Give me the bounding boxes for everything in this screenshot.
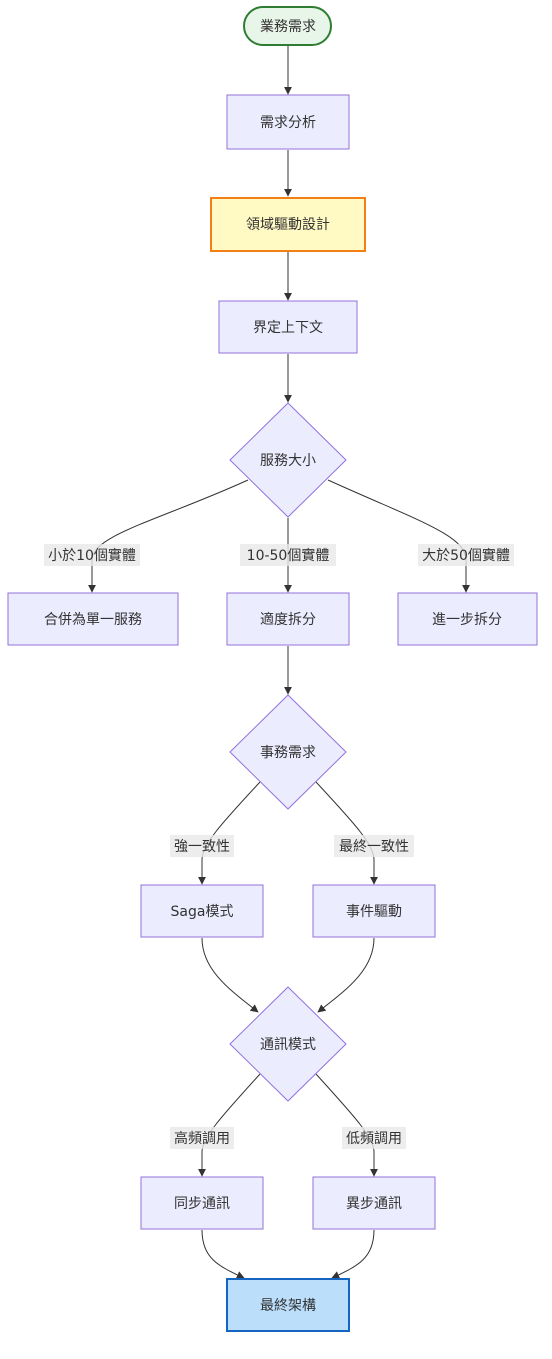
- node-start[interactable]: 業務需求: [243, 6, 332, 46]
- edge-async-final: [331, 1229, 375, 1279]
- edge-label-small: 小於10個實體: [48, 547, 136, 564]
- node-merge-label: 合併為單一服務: [44, 612, 142, 628]
- node-comm-decision[interactable]: 通訊模式: [229, 986, 347, 1102]
- node-size-decision-label: 服務大小: [260, 453, 316, 469]
- node-size-decision[interactable]: 服務大小: [229, 402, 347, 518]
- node-merge[interactable]: 合併為單一服務: [7, 592, 179, 646]
- node-sync-label: 同步通訊: [174, 1196, 230, 1212]
- edge-tx-saga: [198, 781, 261, 885]
- node-context[interactable]: 界定上下文: [218, 300, 358, 354]
- nodes: 業務需求 需求分析 領域驅動設計 界定上下文 服務大小 合併為單一服務 適度拆分: [7, 6, 538, 1332]
- node-start-label: 業務需求: [260, 19, 316, 35]
- edge-label-large: 大於50個實體: [422, 547, 510, 564]
- edge-size-further: [327, 479, 470, 593]
- node-tx-decision[interactable]: 事務需求: [229, 694, 347, 810]
- node-sync[interactable]: 同步通訊: [140, 1176, 264, 1230]
- node-async-label: 異步通訊: [346, 1196, 402, 1212]
- node-final[interactable]: 最終架構: [226, 1278, 350, 1332]
- node-saga[interactable]: Saga模式: [140, 884, 264, 938]
- node-ddd-label: 領域驅動設計: [246, 216, 330, 233]
- node-analysis-label: 需求分析: [260, 115, 316, 131]
- edge-comm-sync: [198, 1073, 261, 1177]
- edge-labels: 小於10個實體 10-50個實體 大於50個實體 強一致性 最終一致性 高頻調用…: [44, 544, 514, 1149]
- node-moderate[interactable]: 適度拆分: [226, 592, 350, 646]
- node-comm-decision-label: 通訊模式: [260, 1037, 316, 1053]
- edge-label-strong: 強一致性: [174, 839, 230, 855]
- node-context-label: 界定上下文: [253, 320, 323, 336]
- edge-event-comm: [317, 937, 375, 1013]
- node-saga-label: Saga模式: [171, 904, 234, 920]
- edge-label-medium: 10-50個實體: [247, 547, 330, 564]
- edge-sync-final: [201, 1229, 245, 1279]
- node-ddd[interactable]: 領域驅動設計: [210, 197, 366, 252]
- node-event-label: 事件驅動: [346, 904, 402, 920]
- node-final-label: 最終架構: [260, 1298, 316, 1314]
- edge-label-eventual: 最終一致性: [339, 839, 409, 855]
- node-analysis[interactable]: 需求分析: [226, 94, 350, 150]
- node-async[interactable]: 異步通訊: [312, 1176, 436, 1230]
- node-further-label: 進一步拆分: [432, 612, 502, 628]
- edge-label-low-freq: 低頻調用: [346, 1131, 402, 1147]
- edge-saga-comm: [201, 937, 259, 1013]
- edge-label-high-freq: 高頻調用: [174, 1130, 230, 1147]
- edge-size-merge: [88, 479, 249, 593]
- node-tx-decision-label: 事務需求: [260, 745, 316, 761]
- edge-comm-async: [315, 1073, 378, 1177]
- edge-tx-event: [315, 781, 378, 885]
- node-moderate-label: 適度拆分: [260, 611, 316, 628]
- node-event[interactable]: 事件驅動: [312, 884, 436, 938]
- node-further[interactable]: 進一步拆分: [397, 592, 538, 646]
